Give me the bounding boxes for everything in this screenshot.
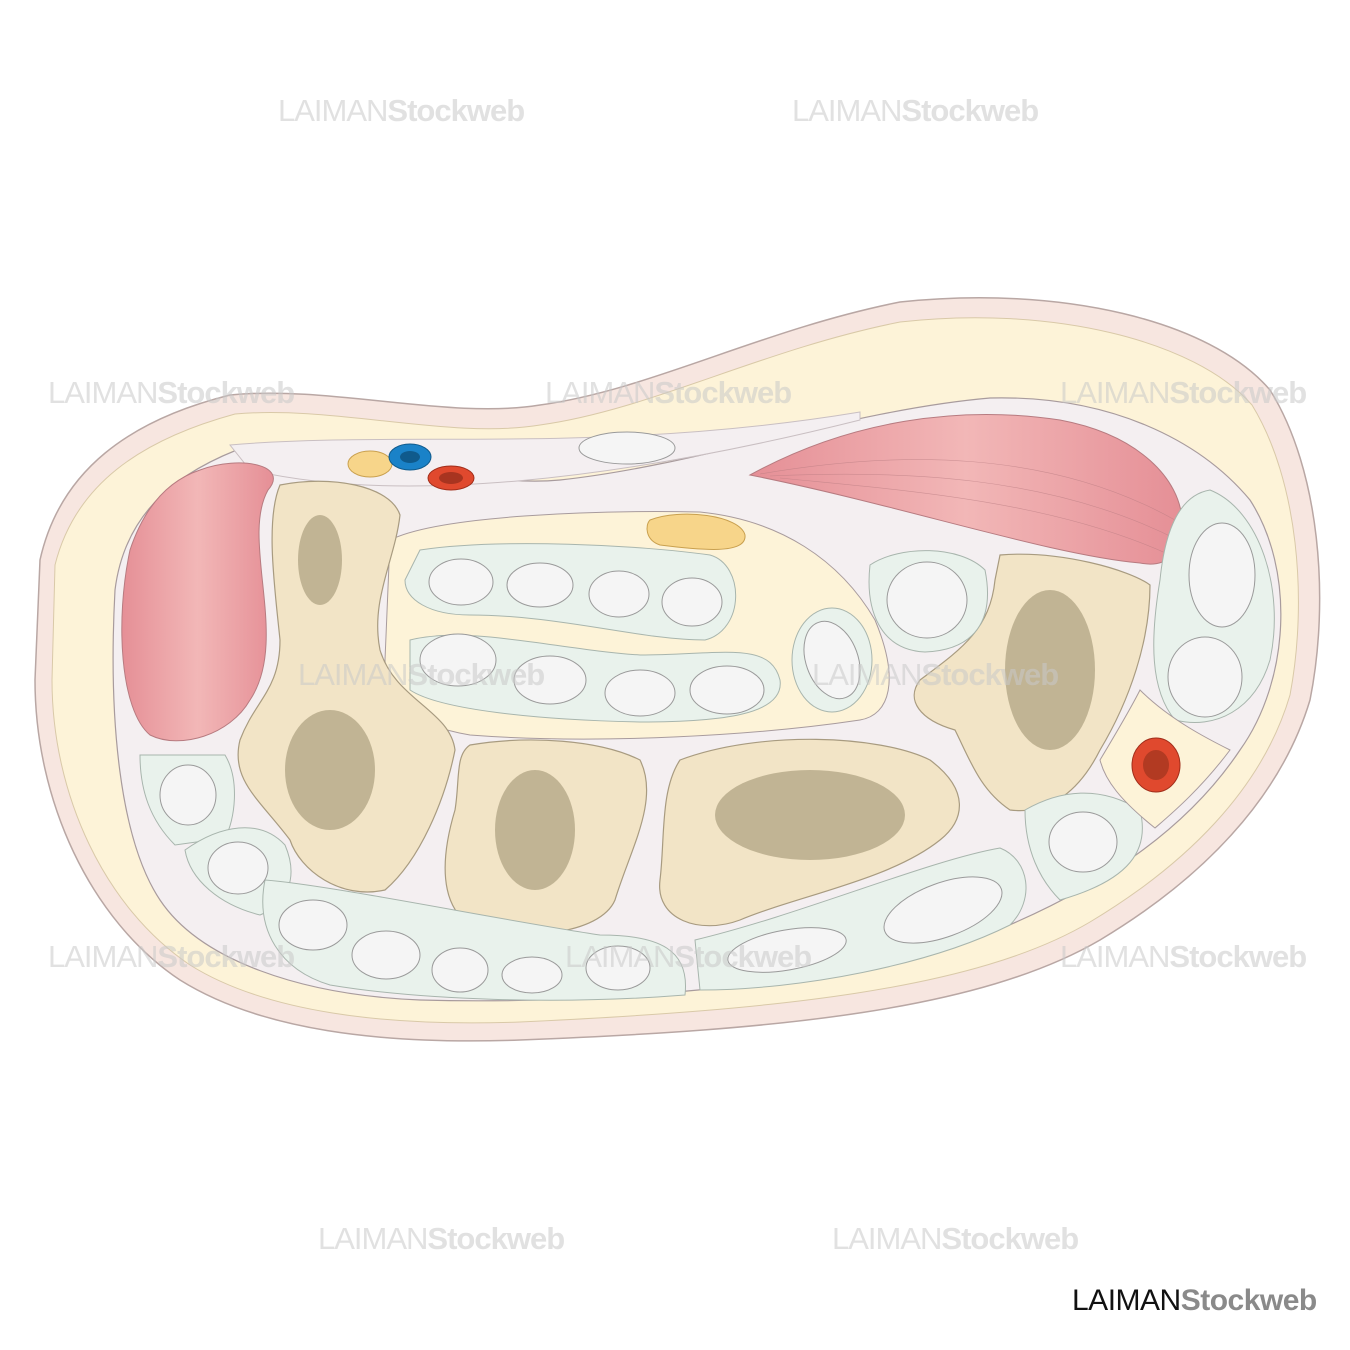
- watermark: LAIMANStockweb: [48, 939, 295, 974]
- watermark: LAIMANStockweb: [832, 1221, 1079, 1256]
- watermark: LAIMANStockweb: [1060, 939, 1307, 974]
- hypothenar-muscle: [121, 462, 274, 742]
- watermark: LAIMANStockweb: [48, 375, 295, 410]
- flexor-sheath-lower: [409, 634, 781, 723]
- vein-lumen: [400, 451, 420, 463]
- brand-logo: LAIMANStockweb: [1072, 1284, 1317, 1317]
- watermark: LAIMANStockweb: [278, 93, 525, 128]
- watermark: LAIMANStockweb: [812, 657, 1059, 692]
- median-nerve: [646, 513, 746, 550]
- extensor-tendons: [159, 431, 1256, 994]
- watermark: LAIMANStockweb: [1060, 375, 1307, 410]
- artery-lumen: [439, 472, 463, 484]
- bone-trabeculae: [285, 515, 1095, 890]
- watermark: LAIMANStockweb: [792, 93, 1039, 128]
- ulnar-nerve: [347, 450, 393, 478]
- flexor-tendons: [419, 558, 765, 717]
- watermark: LAIMANStockweb: [565, 939, 812, 974]
- watermark: LAIMANStockweb: [298, 657, 545, 692]
- watermark: LAIMANStockweb: [318, 1221, 565, 1256]
- artery-lumen: [1143, 750, 1169, 780]
- watermark: LAIMANStockweb: [545, 375, 792, 410]
- fpl-tendon: [803, 620, 861, 700]
